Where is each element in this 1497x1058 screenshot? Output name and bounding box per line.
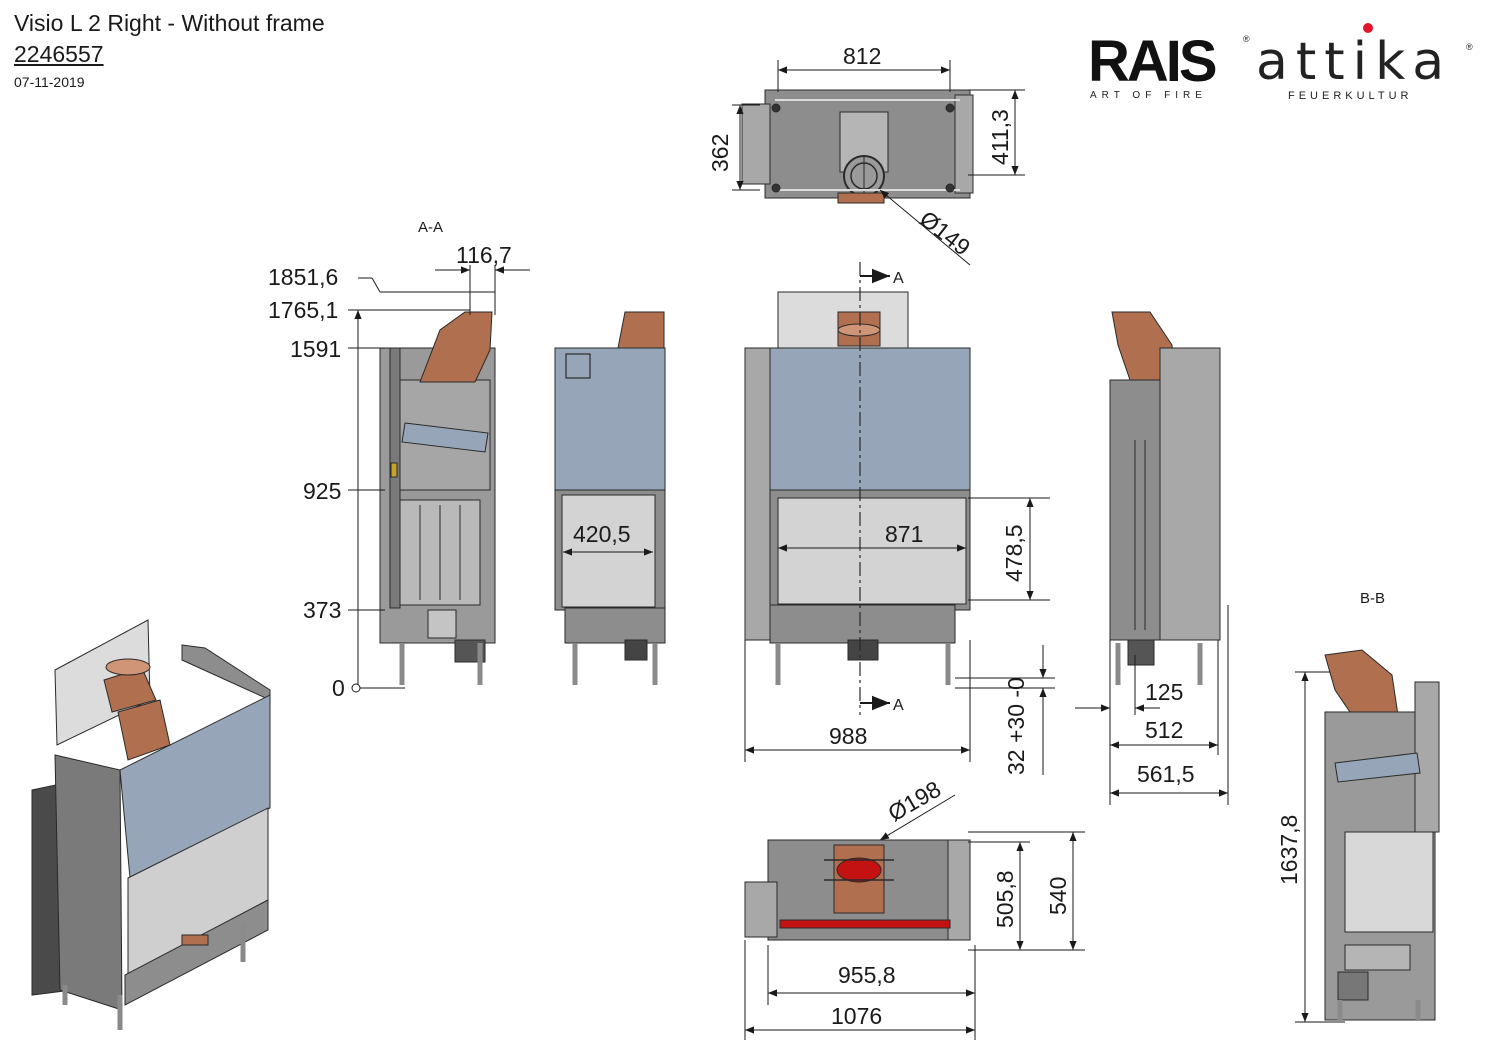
dim-height-zero: 0 (332, 675, 345, 701)
dim-top-flue-diameter: Ø149 (915, 205, 975, 260)
dim-top-depth-right: 411,3 (987, 109, 1013, 165)
cut-marker-bottom: A (893, 697, 904, 714)
left-side-view (554, 311, 666, 685)
dim-bottom-flue-diameter: Ø198 (884, 776, 946, 827)
dim-front-glass-width: 871 (885, 521, 923, 547)
right-side-view (1109, 311, 1221, 685)
cut-marker-top: A (893, 270, 904, 287)
section-aa-dimensions (348, 265, 530, 693)
drawing-date: 07-11-2019 (14, 74, 85, 90)
article-number: 2246557 (14, 41, 104, 67)
brand-logo: RAIS ® attika ® ART OF FIRE FEUERKULTUR (1088, 23, 1478, 108)
section-bb-view (1324, 649, 1440, 1021)
registered-mark-icon: ® (1243, 34, 1250, 44)
brand-tagline-primary: ART OF FIRE (1090, 90, 1207, 101)
dim-bottom-depth-total: 540 (1045, 877, 1071, 915)
section-aa-label: A-A (418, 219, 443, 236)
front-view (744, 262, 971, 715)
dim-height-total: 1851,6 (268, 264, 338, 290)
isometric-view (31, 619, 271, 1030)
dim-bottom-width-inner: 955,8 (838, 962, 896, 988)
dim-height-flue: 1765,1 (268, 297, 338, 323)
section-bb-label: B-B (1360, 590, 1385, 607)
registered-mark-icon: ® (1466, 42, 1473, 52)
dim-front-width: 988 (829, 723, 867, 749)
dim-top-width: 812 (843, 43, 881, 69)
brand-name-primary: RAIS (1088, 29, 1218, 94)
dim-right-depth-inner: 512 (1145, 717, 1183, 743)
dim-bottom-depth-inner: 505,8 (992, 870, 1018, 928)
top-view (741, 89, 974, 204)
dim-glass-height: 478,5 (1001, 524, 1027, 582)
dim-side-glass-width: 420,5 (573, 521, 631, 547)
section-aa-view (379, 311, 496, 685)
brand-tagline-secondary: FEUERKULTUR (1288, 90, 1413, 102)
bottom-view-dimensions (744, 794, 1085, 1040)
dim-height-door-top: 925 (303, 478, 341, 504)
brand-dot-icon (1363, 23, 1373, 33)
dim-bottom-width-total: 1076 (831, 1003, 882, 1029)
dim-height-door-bottom: 373 (303, 597, 341, 623)
dim-right-depth-total: 561,5 (1137, 761, 1195, 787)
front-view-dimensions (744, 268, 1055, 775)
dim-height-body: 1591 (290, 336, 341, 362)
drawing-title: Visio L 2 Right - Without frame (14, 10, 325, 36)
dim-bb-height: 1637,8 (1276, 815, 1302, 885)
dim-flue-offset: 116,7 (456, 242, 512, 268)
right-side-dimensions (1075, 605, 1229, 805)
section-bb-dimensions (1295, 671, 1345, 1023)
top-view-dimensions (732, 60, 1025, 266)
dim-top-depth-left: 362 (707, 134, 733, 172)
dim-right-offset: 125 (1145, 679, 1183, 705)
brand-name-secondary: attika (1256, 32, 1453, 92)
bottom-view (744, 839, 971, 941)
dim-leg-adjust: 32 +30 -0 (1003, 677, 1029, 775)
